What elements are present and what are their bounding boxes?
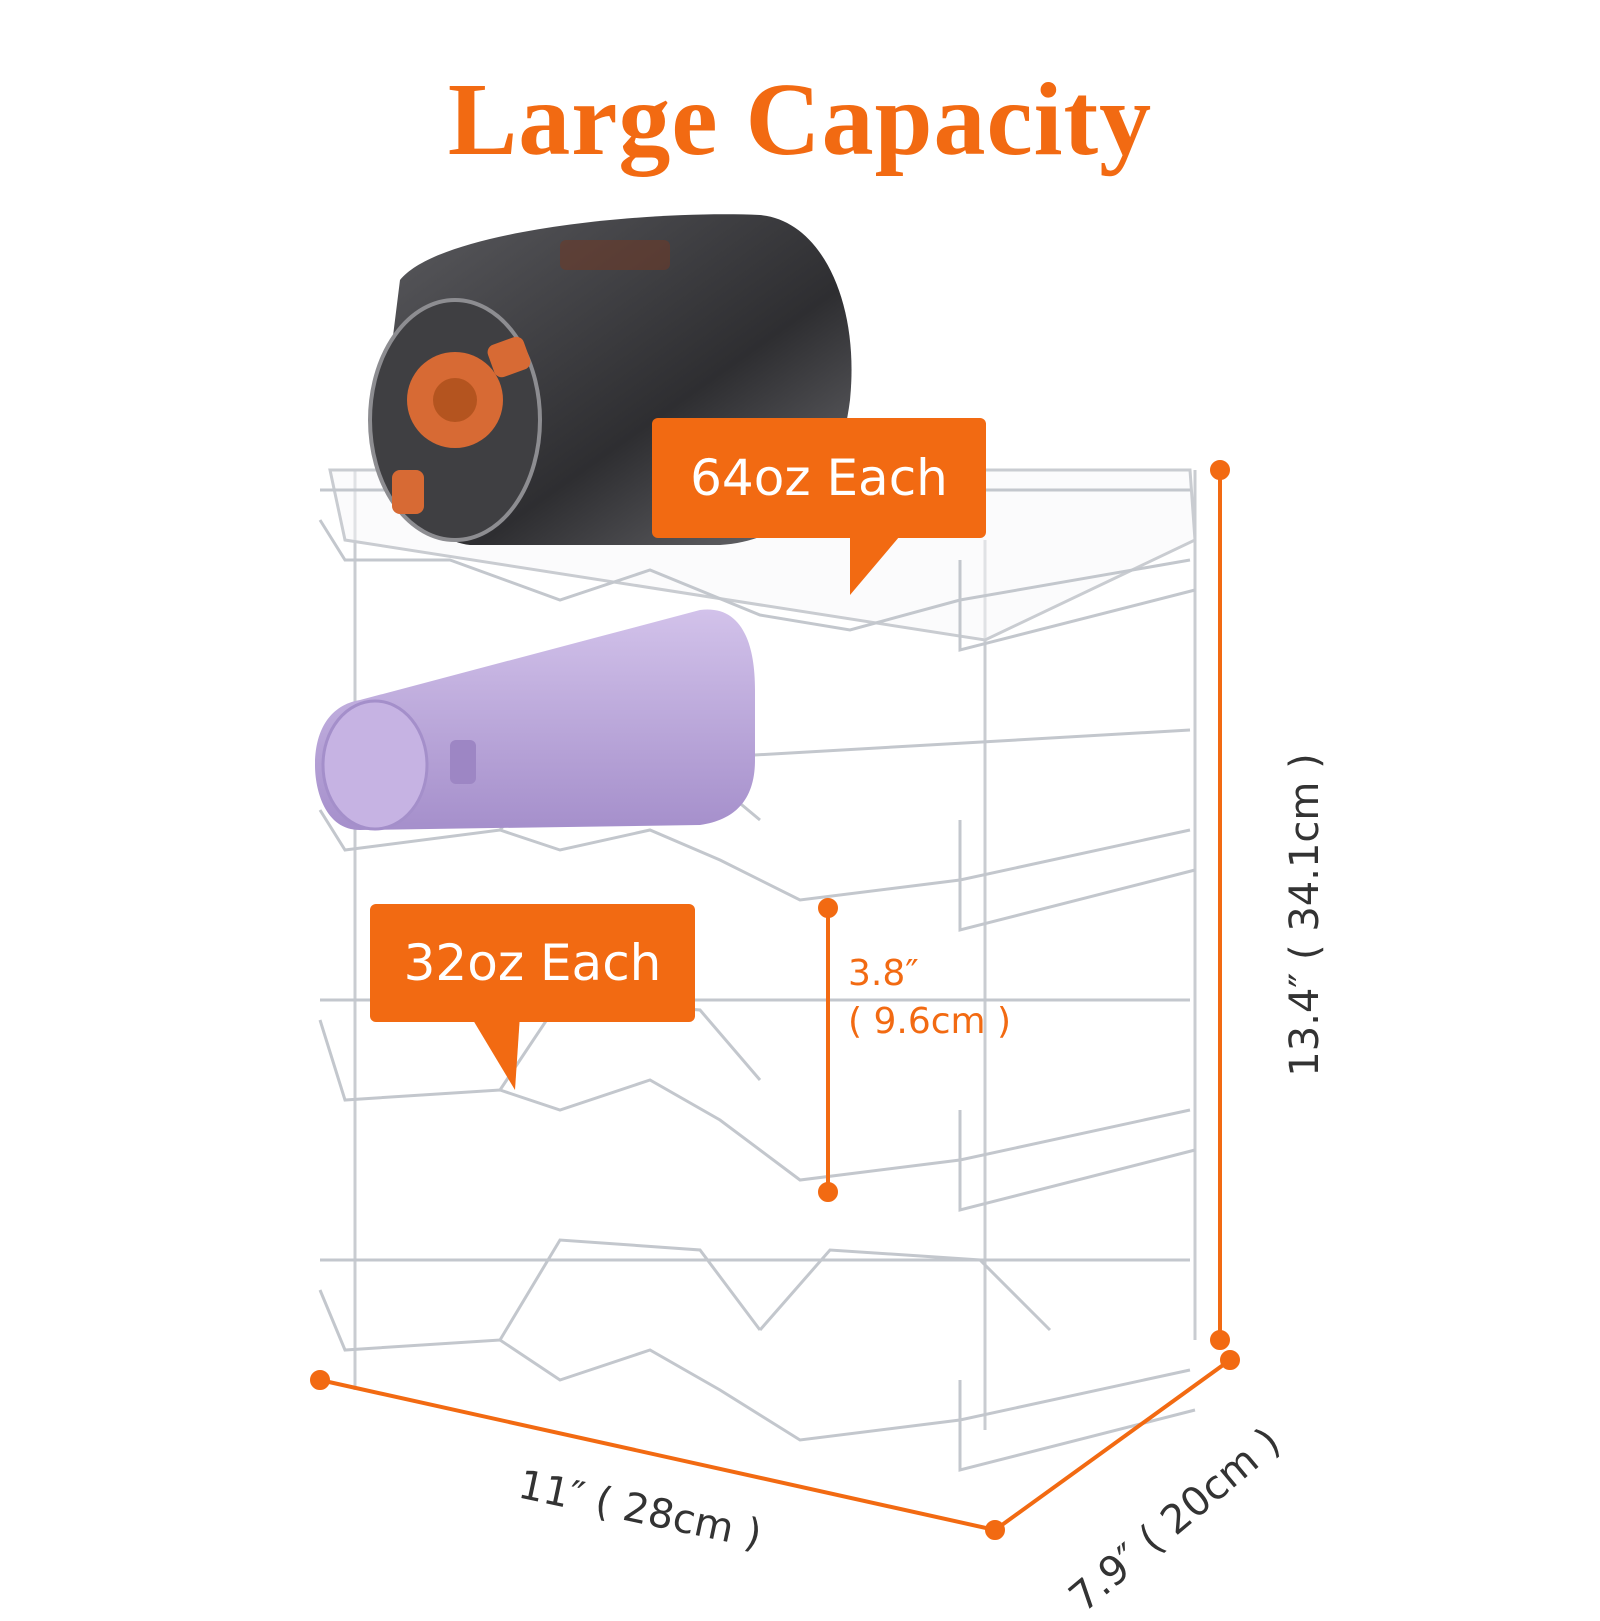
height-dimension-line	[1210, 460, 1230, 1350]
callout-64oz-label: 64oz Each	[690, 449, 948, 507]
callout-32oz: 32oz Each	[370, 904, 695, 1022]
shelf-gap-dimension-line	[818, 898, 838, 1202]
shelf-tier-3	[318, 998, 1196, 1212]
shelf-gap-inches: 3.8″	[848, 953, 919, 994]
callout-32oz-label: 32oz Each	[403, 934, 662, 992]
callout-64-pointer	[850, 530, 905, 595]
shelf-gap-label: 3.8″ ( 9.6cm )	[848, 950, 1011, 1046]
bottle-32oz	[315, 609, 755, 831]
callout-64oz: 64oz Each	[652, 418, 986, 538]
shelf-gap-cm: ( 9.6cm )	[848, 1001, 1012, 1042]
callout-32-pointer	[470, 1015, 520, 1090]
page-title: Large Capacity	[447, 62, 1153, 177]
height-label: 13.4″ ( 34.1cm )	[1282, 753, 1328, 1077]
depth-dimension-line	[993, 1350, 1240, 1532]
shelf-tier-4	[318, 1238, 1196, 1472]
